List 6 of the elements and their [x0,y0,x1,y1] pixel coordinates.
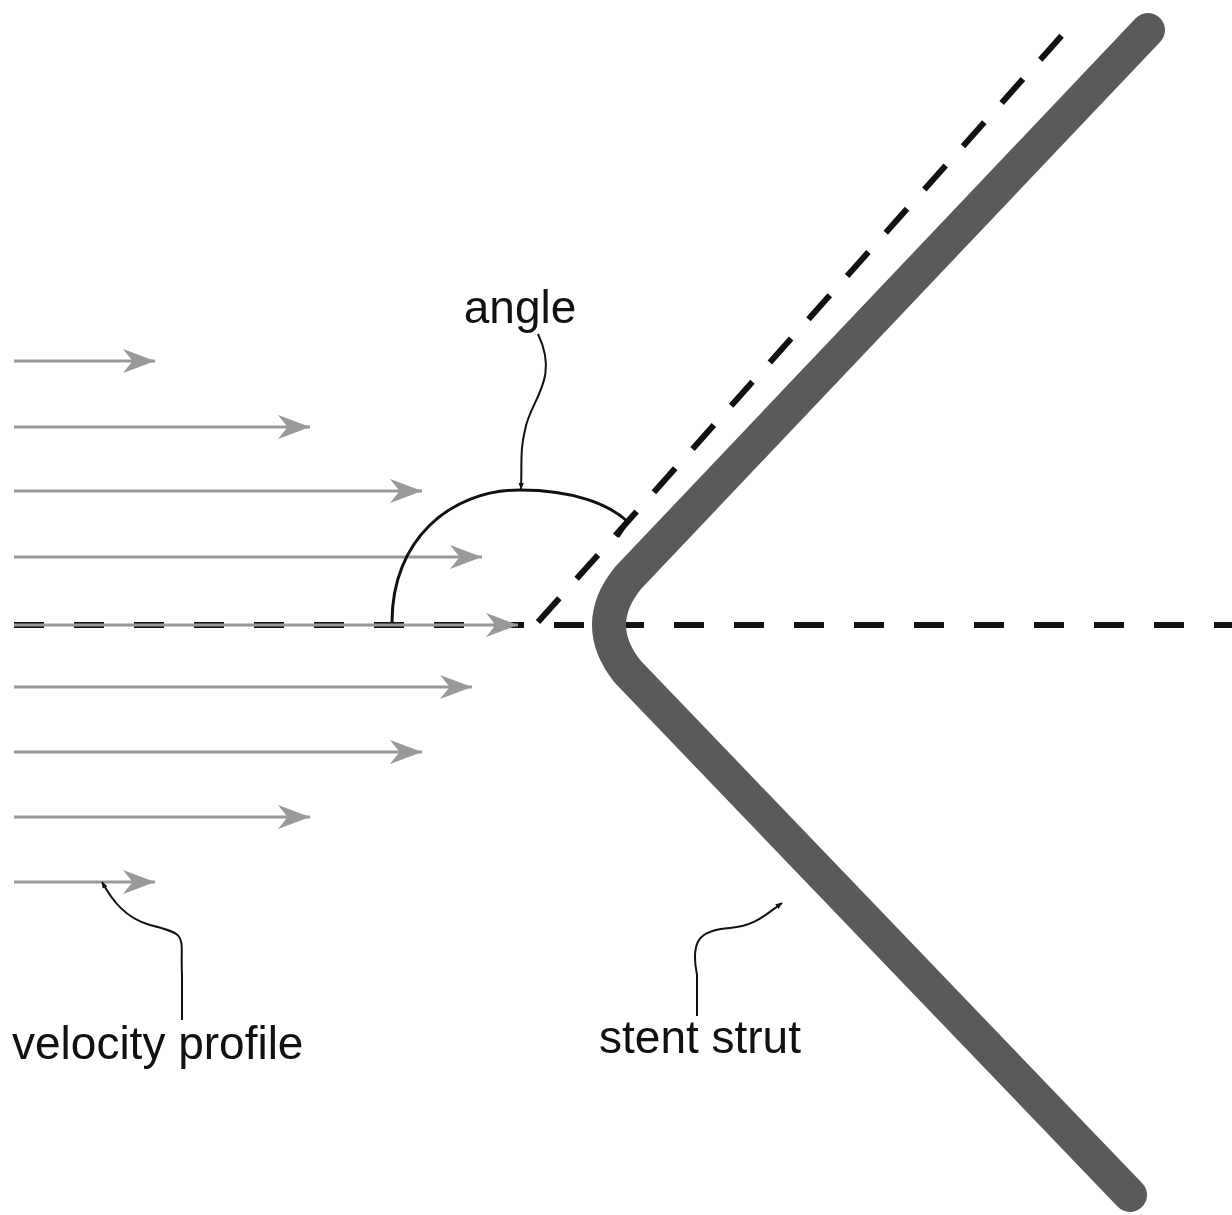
leader-line [518,333,547,490]
stent-strut [592,13,1165,1212]
leader-line [101,881,183,1021]
callout-label: stent strut [599,1014,801,1060]
leader-line [693,902,783,1017]
angle-arc [390,488,630,623]
